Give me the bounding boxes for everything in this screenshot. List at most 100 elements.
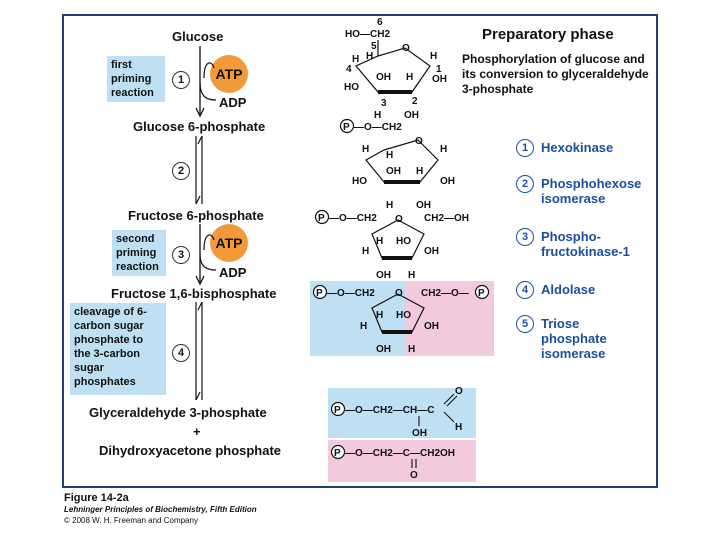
- enzyme-2-number: 2: [516, 175, 534, 193]
- arrowhead-step-3: [195, 275, 205, 286]
- f6p-label: Fructose 6-phosphate: [128, 208, 264, 223]
- f6p-ring-o: O: [395, 214, 403, 225]
- f16bp-ring: [371, 293, 425, 333]
- f6p-ch2-oh: CH2—OH: [424, 213, 469, 224]
- enzyme-3-number: 3: [516, 228, 534, 246]
- arrowhead-step-2-up: [197, 135, 203, 145]
- f16bp-phosphate-left: P: [316, 288, 323, 299]
- glucose-h5: H: [366, 51, 373, 62]
- f16bp-oh-bottom: OH: [376, 344, 391, 355]
- glucose-oh4: OH: [376, 72, 391, 83]
- f16bp-h5: H: [376, 310, 383, 321]
- glucose-h-bottom: H: [374, 110, 381, 121]
- enzyme-2-name: Phosphohexose isomerase: [541, 176, 642, 206]
- carbon-1-label: 1: [436, 64, 442, 75]
- gap-structure: P —O—CH2—CH—C O H OH: [330, 386, 463, 439]
- glucose-h3: H: [406, 72, 413, 83]
- enzyme-5-name: Triose phosphate isomerase: [541, 316, 607, 361]
- enzyme-4-name: Aldolase: [541, 282, 596, 297]
- glucose-oh1: OH: [432, 74, 447, 85]
- enzyme-1-name: Hexokinase: [541, 140, 614, 155]
- glucose-h4: H: [352, 54, 359, 65]
- g6p-structure: P —O—CH2 O H H H OH H HO OH H OH: [339, 118, 455, 211]
- gap-aldehyde-h: H: [455, 422, 462, 433]
- arrowhead-step-1: [195, 107, 205, 118]
- enzyme-4-number: 4: [516, 281, 534, 299]
- carbon-3-label: 3: [381, 98, 387, 109]
- gap-label: Glyceraldehyde 3-phosphate: [89, 405, 267, 420]
- carbon-5-label: 5: [371, 41, 377, 52]
- dhap-phosphate: P: [334, 448, 341, 459]
- f16bp-label: Fructose 1,6-bisphosphate: [111, 286, 277, 301]
- dhap-chain: —O—CH2—C—CH2OH: [345, 448, 455, 459]
- first-priming-box: first priming reaction: [107, 56, 165, 102]
- enzyme-3-name: Phospho- fructokinase-1: [541, 229, 630, 259]
- glucose-ring-o: O: [402, 43, 410, 54]
- f6p-h5: H: [376, 236, 383, 247]
- f6p-oh-bottom: OH: [376, 270, 391, 281]
- f6p-ho2: HO: [396, 236, 411, 247]
- g6p-h3: H: [416, 166, 423, 177]
- glucose-ho: HO: [344, 82, 359, 93]
- g6p-label: Glucose 6-phosphate: [133, 119, 266, 134]
- gap-aldehyde-o: O: [455, 386, 463, 397]
- gap-chain: —O—CH2—CH—C: [345, 405, 434, 416]
- g6p-oh4: OH: [386, 166, 401, 177]
- glucose-oh2: OH: [404, 110, 419, 121]
- f16bp-ho: HO: [396, 310, 411, 321]
- copyright: © 2008 W. H. Freeman and Company: [64, 516, 198, 525]
- f16bp-phosphate-right: P: [478, 288, 485, 299]
- g6p-oh1: OH: [440, 176, 455, 187]
- step-3-number: 3: [172, 246, 190, 264]
- g6p-ring-o: O: [415, 136, 423, 147]
- dhap-structure: P —O—CH2—C—CH2OH O: [330, 444, 455, 481]
- glucose-structure: 6 HO—CH2 5 O H H 4 H 1 OH H OH HO 3 2 H …: [344, 17, 447, 121]
- f6p-oh: OH: [424, 246, 439, 257]
- step-4-number: 4: [172, 344, 190, 362]
- carbon-4-label: 4: [346, 64, 352, 75]
- gap-oh: OH: [412, 428, 427, 439]
- adp-curve-1: [199, 81, 217, 101]
- dhap-keto-o: O: [410, 470, 418, 481]
- step-2-number: 2: [172, 162, 190, 180]
- book-title: Lehninger Principles of Biochemistry, Fi…: [64, 505, 257, 514]
- arrowhead-step-2-down: [195, 195, 201, 205]
- second-priming-box: second priming reaction: [112, 230, 166, 276]
- f6p-ring: [371, 219, 425, 259]
- f16bp-o-ch2: —O—CH2: [327, 288, 375, 299]
- f16bp-ch2-o: CH2—O—: [421, 288, 469, 299]
- atp-circle-1: ATP: [210, 55, 248, 93]
- g6p-phosphate: P: [343, 122, 350, 133]
- carbon-2-label: 2: [412, 96, 418, 107]
- f6p-phosphate: P: [318, 213, 325, 224]
- g6p-h1: H: [440, 144, 447, 155]
- g6p-ho: HO: [352, 176, 367, 187]
- f16bp-structure: P —O—CH2 CH2—O— P O H HO H OH OH H: [312, 284, 490, 355]
- g6p-h4: H: [386, 150, 393, 161]
- f6p-h4: H: [362, 246, 369, 257]
- glucose-ho-ch2: HO—CH2: [345, 29, 390, 40]
- f16bp-ring-o: O: [395, 288, 403, 299]
- f16bp-oh: OH: [424, 321, 439, 332]
- atp-curve-1: [203, 62, 215, 79]
- dhap-label: Dihydroxyacetone phosphate: [99, 443, 282, 458]
- adp-curve-2: [199, 253, 217, 271]
- atp-circle-2: ATP: [210, 224, 248, 262]
- glucose-h1: H: [430, 51, 437, 62]
- f6p-structure: P —O—CH2 CH2—OH O H HO H OH OH H: [314, 209, 469, 281]
- step-1-number: 1: [172, 71, 190, 89]
- f16bp-h4: H: [360, 321, 367, 332]
- f16bp-h3: H: [408, 344, 415, 355]
- g6p-oh2: OH: [416, 200, 431, 211]
- panel-title: Preparatory phase: [482, 26, 614, 43]
- arrowhead-step-4-up: [197, 301, 203, 311]
- figure-caption: Figure 14-2a: [64, 492, 129, 504]
- atp-curve-2: [203, 234, 215, 251]
- panel-subtitle: Phosphorylation of glucose and its conve…: [462, 52, 649, 96]
- g6p-o-ch2: —O—CH2: [354, 122, 402, 133]
- g6p-h5: H: [362, 144, 369, 155]
- glucose-label: Glucose: [172, 29, 224, 44]
- gap-phosphate: P: [334, 405, 341, 416]
